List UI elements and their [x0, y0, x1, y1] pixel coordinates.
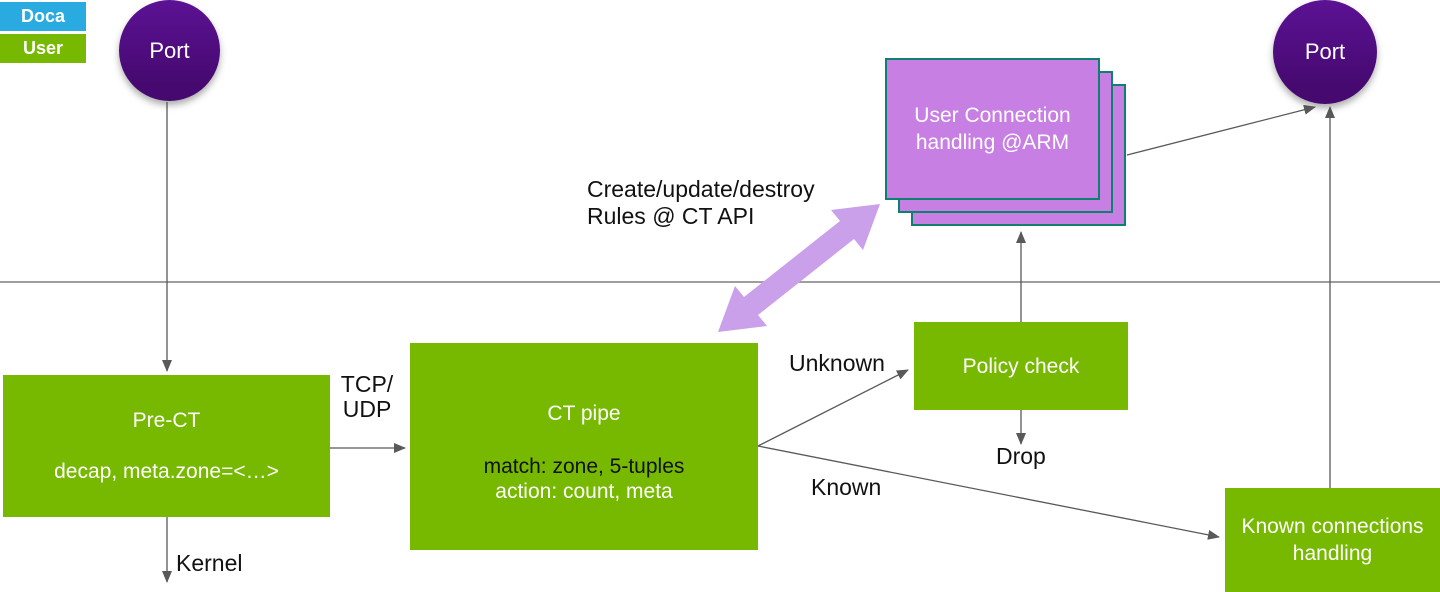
label-unknown: Unknown: [789, 350, 885, 376]
port-left-node: Port: [119, 0, 220, 101]
policy-check-node: Policy check: [914, 322, 1128, 410]
label-create-rules-line1: Create/update/destroy: [587, 176, 815, 202]
legend-doca-swatch: Doca: [0, 2, 86, 31]
label-tcp-line2: UDP: [342, 396, 392, 422]
pre-ct-detail: decap, meta.zone=<…>: [54, 460, 279, 483]
label-drop: Drop: [996, 443, 1046, 469]
label-create-rules-line2: Rules @ CT API: [587, 203, 755, 229]
ct-pipe-action: action: count, meta: [495, 480, 673, 503]
pre-ct-title: Pre-CT: [132, 409, 201, 432]
port-right-label: Port: [1304, 39, 1346, 64]
ct-pipe-title: CT pipe: [547, 402, 621, 425]
connector-stack-to-port: [1126, 104, 1316, 156]
port-left-label: Port: [149, 37, 190, 63]
user-connection-node: User Connection handling @ARM: [885, 58, 1100, 200]
label-tcp-line1: TCP/: [340, 371, 394, 397]
label-kernel: Kernel: [176, 550, 243, 576]
connector-ctpipe-to-policy: [757, 369, 909, 447]
legend-doca-label: Doca: [20, 6, 65, 26]
known-connections-node: Known connections handling: [1225, 488, 1440, 592]
pre-ct-node: Pre-CT decap, meta.zone=<…>: [3, 375, 330, 517]
ct-pipe-rules: match: zone, 5-tuples action: count, met…: [484, 454, 685, 504]
label-known: Known: [811, 474, 882, 500]
ct-pipe-match: match: zone, 5-tuples: [483, 455, 685, 478]
legend-user-label: User: [22, 38, 64, 58]
port-right-node: Port: [1273, 0, 1377, 104]
label-tcp-udp: TCP/ UDP: [336, 372, 398, 422]
ct-api-arrow: [718, 204, 880, 332]
user-connection-label: User Connection handling @ARM: [914, 104, 1071, 154]
known-connections-label: Known connections handling: [1241, 515, 1424, 565]
legend-user-swatch: User: [0, 34, 86, 63]
connector-ctpipe-to-known: [757, 445, 1220, 540]
label-create-rules: Create/update/destroy Rules @ CT API: [587, 176, 815, 230]
policy-check-label: Policy check: [962, 354, 1080, 378]
ct-pipe-node: CT pipe match: zone, 5-tuples action: co…: [410, 343, 758, 550]
